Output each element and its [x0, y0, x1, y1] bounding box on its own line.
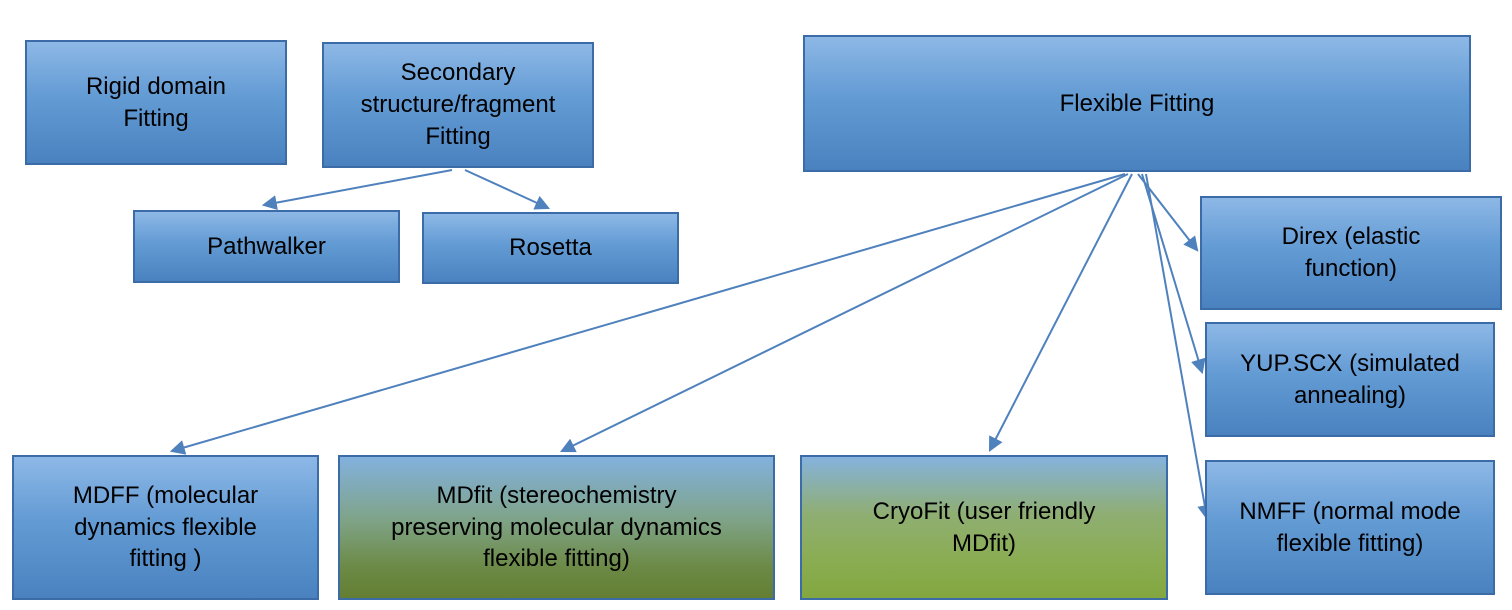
node-mdff-molecular-dynamics-flexible-fitting: MDFF (molecular dynamics flexible fittin…	[12, 455, 319, 600]
connector-flexible-to-cryofit	[988, 173, 1133, 453]
node-direx-elastic-function: Direx (elastic function)	[1200, 196, 1502, 310]
connector-secondary-to-rosetta	[464, 169, 551, 210]
connector-flexible-to-direx	[1137, 173, 1199, 252]
node-flexible-fitting: Flexible Fitting	[803, 35, 1471, 172]
connector-flexible-to-yupscx	[1141, 173, 1206, 375]
node-pathwalker: Pathwalker	[133, 210, 400, 283]
node-yupscx-simulated-annealing: YUP.SCX (simulated annealing)	[1205, 322, 1495, 437]
connector-secondary-to-pathwalker	[261, 169, 453, 211]
node-cryofit-user-friendly-mdfit: CryoFit (user friendly MDfit)	[800, 455, 1168, 600]
node-mdfit-stereochemistry-preserving: MDfit (stereochemistry preserving molecu…	[338, 455, 775, 600]
node-secondary-structure-fragment-fitting: Secondary structure/fragment Fitting	[322, 42, 594, 168]
node-rigid-domain-fitting: Rigid domain Fitting	[25, 40, 287, 165]
node-rosetta: Rosetta	[422, 212, 679, 284]
node-nmff-normal-mode-flexible-fitting: NMFF (normal mode flexible fitting)	[1205, 460, 1495, 595]
